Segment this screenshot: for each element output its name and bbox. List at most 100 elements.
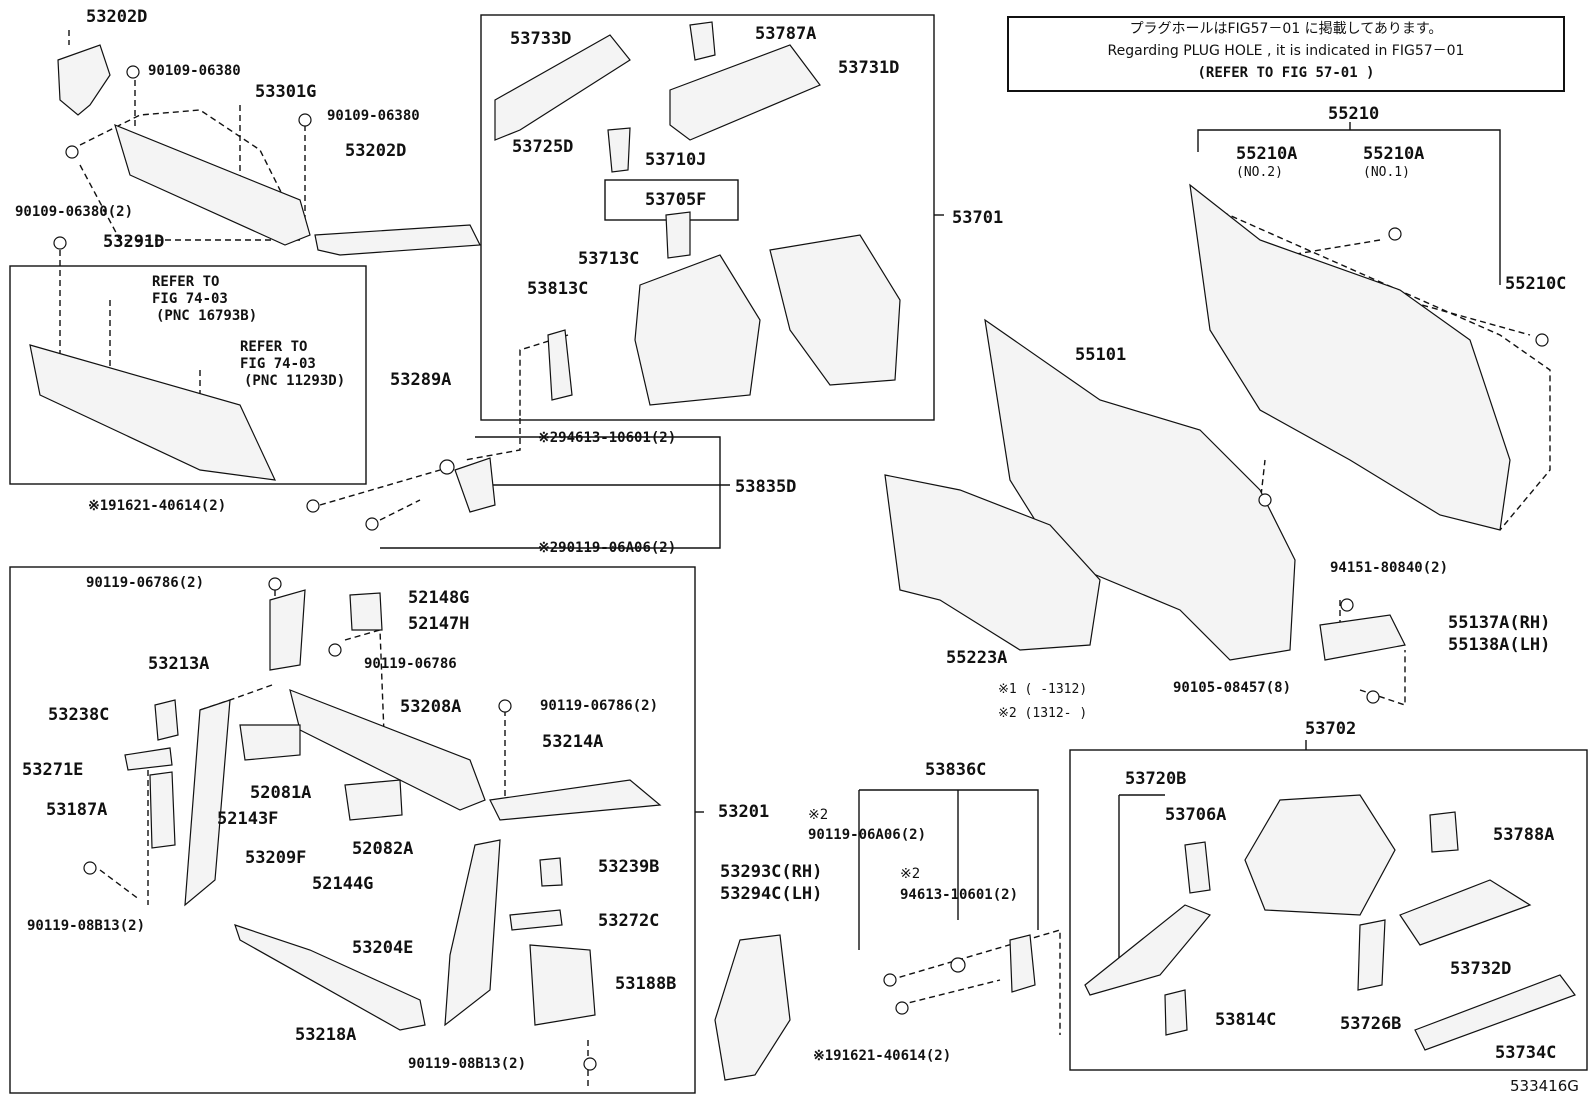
part-55137a [1319, 614, 1406, 661]
label-53705f: 53705F [645, 190, 707, 210]
part-53239b [539, 857, 563, 887]
fastener-icon [328, 643, 342, 657]
fastener-icon [439, 459, 455, 475]
label-52144g: 52144G [312, 874, 374, 894]
label-55210a-no2-sub: (NO.2) [1236, 165, 1283, 180]
label-191621-40614: ※191621-40614(2) [88, 498, 227, 514]
note-line-en: Regarding PLUG HOLE , it is indicated in… [1107, 43, 1465, 59]
label-53787a: 53787A [755, 24, 817, 44]
part-53208a [289, 689, 486, 811]
part-53726b [1357, 919, 1386, 991]
footnote-2: ※2 (1312- ) [998, 706, 1088, 721]
fastener-icon [268, 577, 282, 591]
label-53201: 53201 [718, 802, 770, 822]
label-94151-80840: 94151-80840(2) [1330, 560, 1449, 576]
label-53202d: 53202D [86, 7, 148, 27]
label-53732d: 53732D [1450, 959, 1512, 979]
label-53701: 53701 [952, 208, 1004, 228]
label-290119-06a06: ※290119-06A06(2) [538, 540, 677, 556]
fastener-icon [1366, 690, 1380, 704]
label-53208a: 53208A [400, 697, 462, 717]
group-box-53289a [9, 265, 367, 485]
part-53209f [184, 699, 231, 907]
part-53814c [1164, 989, 1188, 1036]
note-mark-2: ※2 [808, 807, 829, 823]
label-191621-40614: ※191621-40614(2) [813, 1048, 952, 1064]
label-53291d: 53291D [103, 232, 165, 252]
fastener-icon [1388, 227, 1402, 241]
part-radiator-upper [114, 123, 311, 246]
label-90109-06380: 90109-06380 [327, 108, 420, 124]
part-53289a [29, 344, 277, 481]
fastener-icon [583, 1057, 597, 1071]
fastener-icon [365, 517, 379, 531]
fastener-icon [83, 861, 97, 875]
part-52081a [239, 724, 301, 761]
label-55138a: 55138A(LH) [1448, 635, 1551, 655]
fastener-icon [895, 1001, 909, 1015]
label-53213a: 53213A [148, 654, 210, 674]
label-53187a: 53187A [46, 800, 108, 820]
part-wheelhouse-r [769, 234, 901, 386]
label-53272c: 53272C [598, 911, 660, 931]
group-box-53201 [9, 566, 696, 1094]
label-53836c: 53836C [925, 760, 987, 780]
part-53787a [689, 21, 716, 61]
label-53209f: 53209F [245, 848, 307, 868]
label-53706a: 53706A [1165, 805, 1227, 825]
label-55210: 55210 [1328, 104, 1380, 124]
part-53202d-top [57, 44, 111, 116]
label-53725d: 53725D [512, 137, 574, 157]
fastener-icon [306, 499, 320, 513]
part-53271e [124, 747, 173, 771]
part-53733d [494, 34, 631, 141]
part-53188b [529, 944, 596, 1026]
note-line-jp: プラグホールはFIG57－01 に掲載してあります。 [1129, 21, 1443, 37]
label-94613-10601: 94613-10601(2) [900, 887, 1019, 903]
label-53713c: 53713C [578, 249, 640, 269]
label-55210c: 55210C [1505, 274, 1567, 294]
part-53731d [669, 44, 821, 141]
part-53202d-lower [314, 224, 481, 256]
label-53733d: 53733D [510, 29, 572, 49]
label-90119-08b13: 90119-08B13(2) [408, 1056, 527, 1072]
part-53705f [665, 211, 691, 259]
label-55210a-no2: 55210A [1236, 144, 1298, 164]
fastener-icon [126, 65, 140, 79]
fastener-icon [1340, 598, 1354, 612]
group-box-53702 [1069, 749, 1588, 1071]
label-53238c: 53238C [48, 705, 110, 725]
fastener-icon [883, 973, 897, 987]
part-53732d [1399, 879, 1532, 946]
fastener-icon [1258, 493, 1272, 507]
label-53734c: 53734C [1495, 1043, 1557, 1063]
label-55210a-no1: 55210A [1363, 144, 1425, 164]
label-90119-06786-qty: 90119-06786(2) [540, 698, 659, 714]
label-53835d: 53835D [735, 477, 797, 497]
plug-hole-note: プラグホールはFIG57－01 に掲載してあります。 Regarding PLU… [1007, 16, 1565, 92]
fastener-icon [298, 113, 312, 127]
fastener-icon [65, 145, 79, 159]
note-line-ref: (REFER TO FIG 57-01 ) [1197, 65, 1375, 81]
label-53214a: 53214A [542, 732, 604, 752]
figure-code: 533416G [1510, 1077, 1579, 1095]
part-53788a [1429, 811, 1459, 853]
part-53214a [489, 779, 662, 821]
label-90119-06786-qty: 90119-06786(2) [86, 575, 205, 591]
part-52082a [344, 779, 403, 821]
label-90119-06a06: 90119-06A06(2) [808, 827, 927, 843]
fastener-icon [950, 957, 966, 973]
fastener-icon [53, 236, 67, 250]
part-53238c [154, 699, 179, 741]
label-52143f: 52143F [217, 809, 279, 829]
part-55223a [884, 474, 1101, 651]
group-box-53701 [480, 14, 935, 421]
label-53726b: 53726B [1340, 1014, 1402, 1034]
label-53720b: 53720B [1125, 769, 1187, 789]
part-53272c [509, 909, 563, 931]
part-53836c-bracket [1009, 934, 1036, 993]
label-53702: 53702 [1305, 719, 1357, 739]
part-53204e [444, 839, 501, 1027]
